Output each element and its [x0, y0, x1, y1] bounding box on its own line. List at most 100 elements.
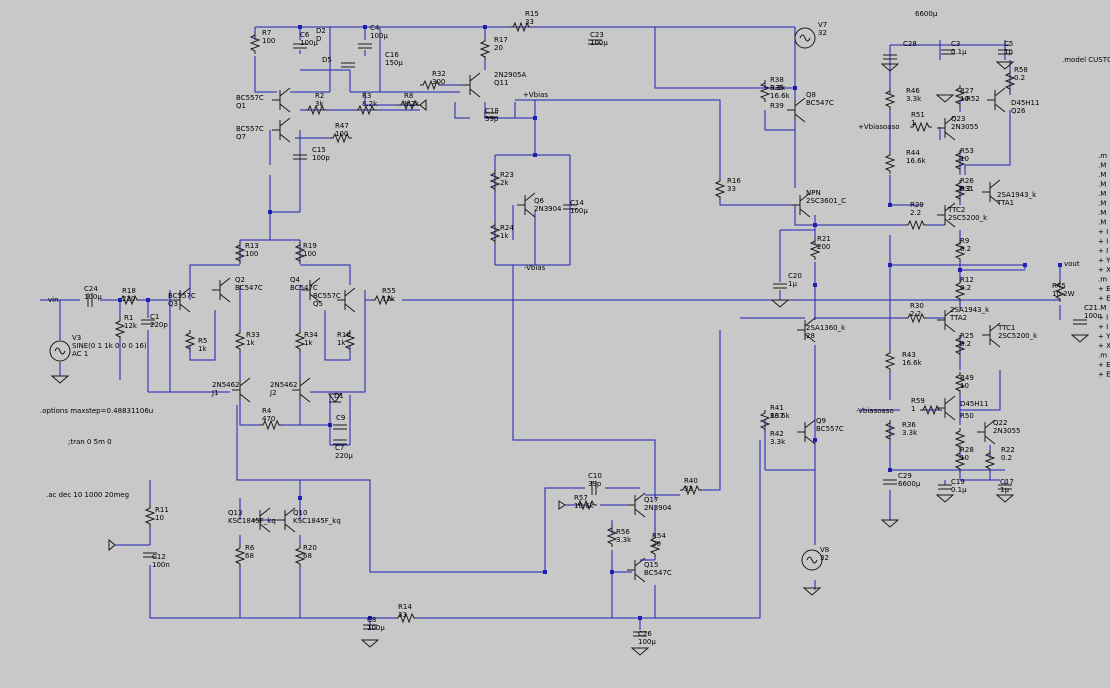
label-r53[interactable]: 10 — [960, 155, 969, 163]
label-d1[interactable]: D1 — [334, 392, 344, 400]
label-r10[interactable]: 1k — [337, 339, 346, 347]
label-npn[interactable]: NPN — [806, 189, 821, 197]
label-q9[interactable]: Q9 — [816, 417, 826, 425]
label-j1[interactable]: 2N5462 — [212, 381, 240, 389]
label-ttc2[interactable]: 2SC5200_k — [948, 214, 988, 222]
label-c29[interactable]: 6600µ — [898, 480, 921, 488]
label-r2[interactable]: 3k — [315, 100, 324, 108]
label-c10[interactable]: C10 — [588, 472, 602, 480]
label-r35[interactable]: 16.6k — [770, 92, 791, 100]
label-r36[interactable]: R36 — [902, 421, 916, 429]
label-r4[interactable]: R4 — [262, 407, 272, 415]
label-q7[interactable]: BC557C — [236, 125, 264, 133]
label-r16[interactable]: R16 — [727, 177, 741, 185]
label-npn[interactable]: 2SC3601_C — [806, 197, 846, 205]
label-q4[interactable]: BC547C — [290, 284, 318, 292]
label-r38[interactable]: R38 — [770, 76, 784, 84]
label-r47[interactable]: 100 — [335, 130, 348, 138]
label-r32[interactable]: R32 — [432, 70, 446, 78]
label-r34[interactable]: R34 — [304, 331, 318, 339]
label-c17[interactable]: 1µ — [1000, 486, 1009, 494]
label-r45[interactable]: 10 2W — [1052, 290, 1075, 298]
label-r9[interactable]: R9 — [960, 237, 969, 245]
label-r17[interactable]: R17 — [494, 36, 508, 44]
label-c5[interactable]: C5 — [1004, 40, 1013, 48]
tran-directive[interactable]: ;tran 0 5m 0 — [68, 438, 112, 446]
label-r7[interactable]: R7 — [262, 29, 271, 37]
label-v3[interactable]: AC 1 — [72, 350, 88, 358]
label-q22[interactable]: Q22 — [993, 419, 1007, 427]
label-r23[interactable]: R23 — [500, 171, 514, 179]
label-r11[interactable]: 10 — [155, 514, 164, 522]
label-v3[interactable]: V3 — [72, 334, 81, 342]
label-r13[interactable]: R13 — [245, 242, 259, 250]
label-r27[interactable]: R27 — [960, 87, 974, 95]
label-c4[interactable]: C4 — [370, 24, 380, 32]
label-vin[interactable]: vin — [48, 296, 59, 304]
label-r12[interactable]: 0.2 — [960, 284, 971, 292]
label-r34[interactable]: 1k — [304, 339, 313, 347]
label-r59[interactable]: 1 — [911, 405, 915, 413]
label-r22[interactable]: R22 — [1001, 446, 1015, 454]
label-q-2sa1360[interactable]: 28 — [806, 332, 815, 340]
label-r30[interactable]: 2.2 — [910, 310, 921, 318]
label-c19[interactable]: C19 — [951, 478, 965, 486]
label-q8[interactable]: Q8 — [806, 91, 816, 99]
label-q5[interactable]: BC557C — [313, 292, 341, 300]
label-r57[interactable]: R57 — [574, 494, 588, 502]
label-r43[interactable]: 16.6k — [902, 359, 923, 367]
label-q15[interactable]: BC547C — [644, 569, 672, 577]
label-r18[interactable]: 220 — [122, 295, 135, 303]
label-vbias-n[interactable]: -Vbias — [524, 264, 546, 272]
label-r15[interactable]: 33 — [525, 18, 534, 26]
label-q17[interactable]: 2N3904 — [644, 504, 672, 512]
label-r5[interactable]: 1k — [198, 345, 207, 353]
label-q4[interactable]: Q4 — [290, 276, 301, 284]
label-d5[interactable]: D5 — [322, 56, 332, 64]
label-r37[interactable]: R37 — [770, 412, 784, 420]
label-v3[interactable]: SINE(0 1 1k 0 0 0 16) — [72, 342, 147, 350]
label-vbiasoaso-p[interactable]: +Vbiasoaso — [858, 123, 899, 131]
label-c29[interactable]: C29 — [898, 472, 912, 480]
label-d45h11-top[interactable]: D45H11 — [1011, 99, 1039, 107]
label-c15[interactable]: 100p — [312, 154, 330, 162]
label-c8[interactable]: 100µ — [367, 624, 385, 632]
label-r3[interactable]: 8.2k — [362, 100, 378, 108]
label-q3[interactable]: Q3 — [168, 300, 178, 308]
options-directive[interactable]: .options maxstep=0.48831106u — [40, 407, 153, 415]
label-r28[interactable]: 10 — [960, 454, 969, 462]
label-r11[interactable]: R11 — [155, 506, 169, 514]
label-r13[interactable]: 100 — [245, 250, 258, 258]
label-r26[interactable]: 0.2 — [960, 185, 971, 193]
label-r15[interactable]: R15 — [525, 10, 539, 18]
label-r44[interactable]: 16.6k — [906, 157, 927, 165]
label-q22[interactable]: 2N3055 — [993, 427, 1021, 435]
label-r44[interactable]: R44 — [906, 149, 920, 157]
label-r29[interactable]: 2.2 — [910, 209, 921, 217]
label-q23[interactable]: 2N3055 — [951, 123, 979, 131]
label-r4[interactable]: 470 — [262, 415, 275, 423]
label-c19[interactable]: 0.1µ — [951, 486, 967, 494]
label-r51[interactable]: R51 — [911, 111, 925, 119]
label-r42[interactable]: 3.3k — [770, 438, 786, 446]
label-q10[interactable]: KSC1845F_kq — [293, 517, 341, 525]
label-r19[interactable]: R19 — [303, 242, 317, 250]
label-r55[interactable]: R55 — [382, 287, 396, 295]
label-r51[interactable]: 1 — [911, 119, 915, 127]
label-q6[interactable]: Q6 — [534, 197, 545, 205]
label-r55[interactable]: 12k — [382, 295, 396, 303]
label-ttc2[interactable]: TTC2 — [947, 206, 965, 214]
label-r3[interactable]: R3 — [362, 92, 371, 100]
label-r57[interactable]: 16.6k — [574, 502, 595, 510]
label-r56[interactable]: R56 — [616, 528, 630, 536]
label-c17[interactable]: C17 — [1000, 478, 1014, 486]
label-r29[interactable]: R29 — [910, 201, 924, 209]
label-r19[interactable]: 100 — [303, 250, 316, 258]
label-j2[interactable]: 2N5462 — [270, 381, 298, 389]
label-q23[interactable]: Q23 — [951, 115, 965, 123]
label-r7[interactable]: 100 — [262, 37, 275, 45]
label-r14[interactable]: R14 — [398, 603, 412, 611]
label-c26[interactable]: 100µ — [638, 638, 656, 646]
label-r22[interactable]: 0.2 — [1001, 454, 1012, 462]
label-r28[interactable]: R28 — [960, 446, 974, 454]
